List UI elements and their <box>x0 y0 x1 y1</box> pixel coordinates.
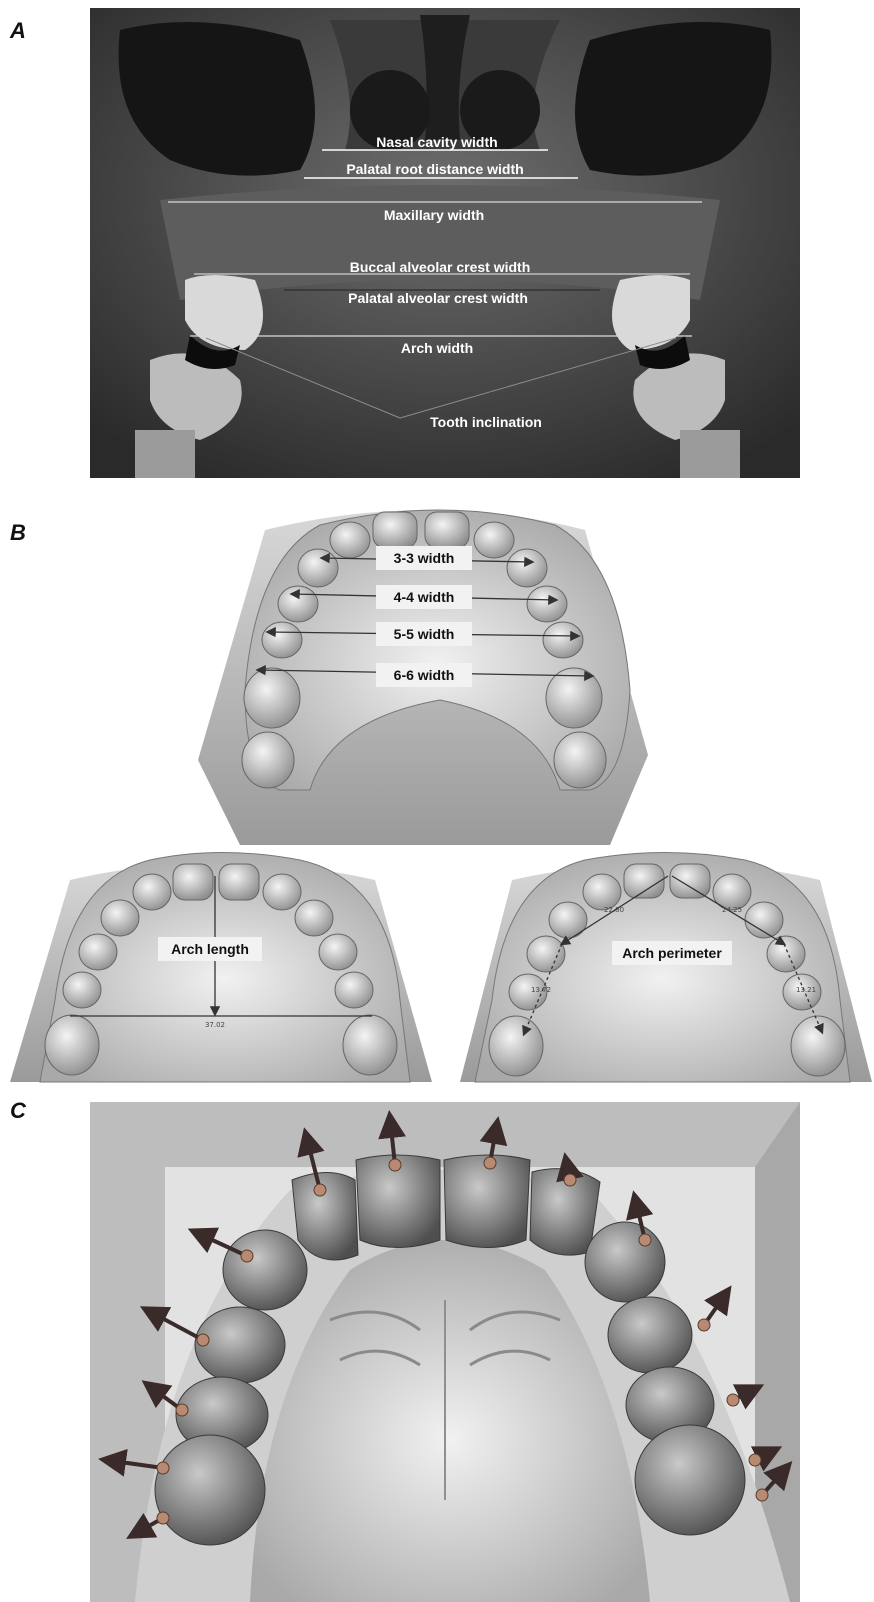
tooth-al-molar-right <box>343 1015 397 1075</box>
tooth-al-lateral-left <box>133 874 171 910</box>
tooth-ap-lateral-left <box>583 874 621 910</box>
tooth-al-molar-left <box>45 1015 99 1075</box>
tooth-al-premolar2-right <box>335 972 373 1008</box>
arch-length-value: 37.02 <box>205 1021 225 1029</box>
tooth-ap-central-right <box>670 864 710 898</box>
label-buccal-alveolar-crest-width: Buccal alveolar crest width <box>350 259 531 275</box>
scan-tooth-ul6 <box>155 1435 265 1545</box>
landmark-ul6-mesial <box>157 1462 169 1474</box>
tooth-al-premolar2-left <box>63 972 101 1008</box>
landmark-ul5 <box>176 1404 188 1416</box>
tooth-al-premolar1-right <box>319 934 357 970</box>
landmark-ul4 <box>197 1334 209 1346</box>
tooth-al-canine-left <box>101 900 139 936</box>
label-palatal-alveolar-crest-width: Palatal alveolar crest width <box>348 290 528 306</box>
label-arch-width: Arch width <box>401 340 473 356</box>
right-lower-root <box>680 430 740 478</box>
tooth-ap-premolar1-left <box>527 936 565 972</box>
label-nasal-cavity-width: Nasal cavity width <box>376 134 497 150</box>
label-4-4-width: 4-4 width <box>394 589 455 605</box>
panel-c-3d-scan <box>90 1102 800 1602</box>
landmark-ur1 <box>484 1157 496 1169</box>
label-5-5-width: 5-5 width <box>394 626 455 642</box>
scan-tooth-ur1 <box>444 1155 530 1248</box>
label-6-6-width: 6-6 width <box>394 667 455 683</box>
tooth-top-premolar2-left <box>262 622 302 658</box>
tooth-top-premolar2-right <box>543 622 583 658</box>
tooth-top-canine-right <box>507 549 547 587</box>
tooth-top-lateral-right <box>474 522 514 558</box>
label-tooth-inclination: Tooth inclination <box>430 414 542 430</box>
label-palatal-root-distance-width: Palatal root distance width <box>346 161 523 177</box>
tooth-top-lateral-left <box>330 522 370 558</box>
tooth-top-molar2-right <box>554 732 606 788</box>
panel-b-arch-length-cast <box>10 853 432 1083</box>
tooth-ap-molar-right <box>791 1016 845 1076</box>
landmark-ur5 <box>727 1394 739 1406</box>
tooth-top-canine-left <box>298 549 338 587</box>
landmark-ur2 <box>564 1174 576 1186</box>
tooth-al-central-right <box>219 864 259 900</box>
tooth-top-molar1-left <box>244 668 300 728</box>
scan-tooth-ur6 <box>635 1425 745 1535</box>
tooth-al-lateral-right <box>263 874 301 910</box>
tooth-ap-molar-left <box>489 1016 543 1076</box>
tooth-ap-premolar1-right <box>767 936 805 972</box>
left-lower-root <box>135 430 195 478</box>
landmark-ur3 <box>639 1234 651 1246</box>
scan-tooth-ul3 <box>223 1230 307 1310</box>
scan-tooth-ur3 <box>585 1222 665 1302</box>
landmark-ur4 <box>698 1319 710 1331</box>
tooth-top-premolar1-left <box>278 586 318 622</box>
tooth-top-molar2-left <box>242 732 294 788</box>
label-3-3-width: 3-3 width <box>394 550 455 566</box>
landmark-ul2 <box>314 1184 326 1196</box>
tooth-al-canine-right <box>295 900 333 936</box>
perimeter-value-left-anterior: 22.80 <box>604 906 624 914</box>
scan-tooth-ul4 <box>195 1307 285 1383</box>
scan-tooth-ur4 <box>608 1297 692 1373</box>
tooth-top-premolar1-right <box>527 586 567 622</box>
tooth-al-premolar1-left <box>79 934 117 970</box>
tooth-ap-central-left <box>624 864 664 898</box>
tooth-top-central-left <box>373 512 417 548</box>
tooth-top-central-right <box>425 512 469 548</box>
label-arch-length: Arch length <box>171 941 249 957</box>
landmark-ul3 <box>241 1250 253 1262</box>
perimeter-value-left-posterior: 13.72 <box>531 986 551 994</box>
landmark-ur6-distal <box>756 1489 768 1501</box>
tooth-top-molar1-right <box>546 668 602 728</box>
landmark-ul6-distal <box>157 1512 169 1524</box>
landmark-ur6-mesial <box>749 1454 761 1466</box>
perimeter-value-right-posterior: 13.21 <box>796 986 816 994</box>
panel-b-arch-perimeter-cast <box>460 853 872 1083</box>
tooth-al-central-left <box>173 864 213 900</box>
label-arch-perimeter: Arch perimeter <box>622 945 722 961</box>
label-maxillary-width: Maxillary width <box>384 207 484 223</box>
landmark-ul1 <box>389 1159 401 1171</box>
perimeter-value-right-anterior: 24.25 <box>722 906 742 914</box>
tooth-ap-canine-left <box>549 902 587 938</box>
panel-a-ct-image <box>90 8 800 478</box>
